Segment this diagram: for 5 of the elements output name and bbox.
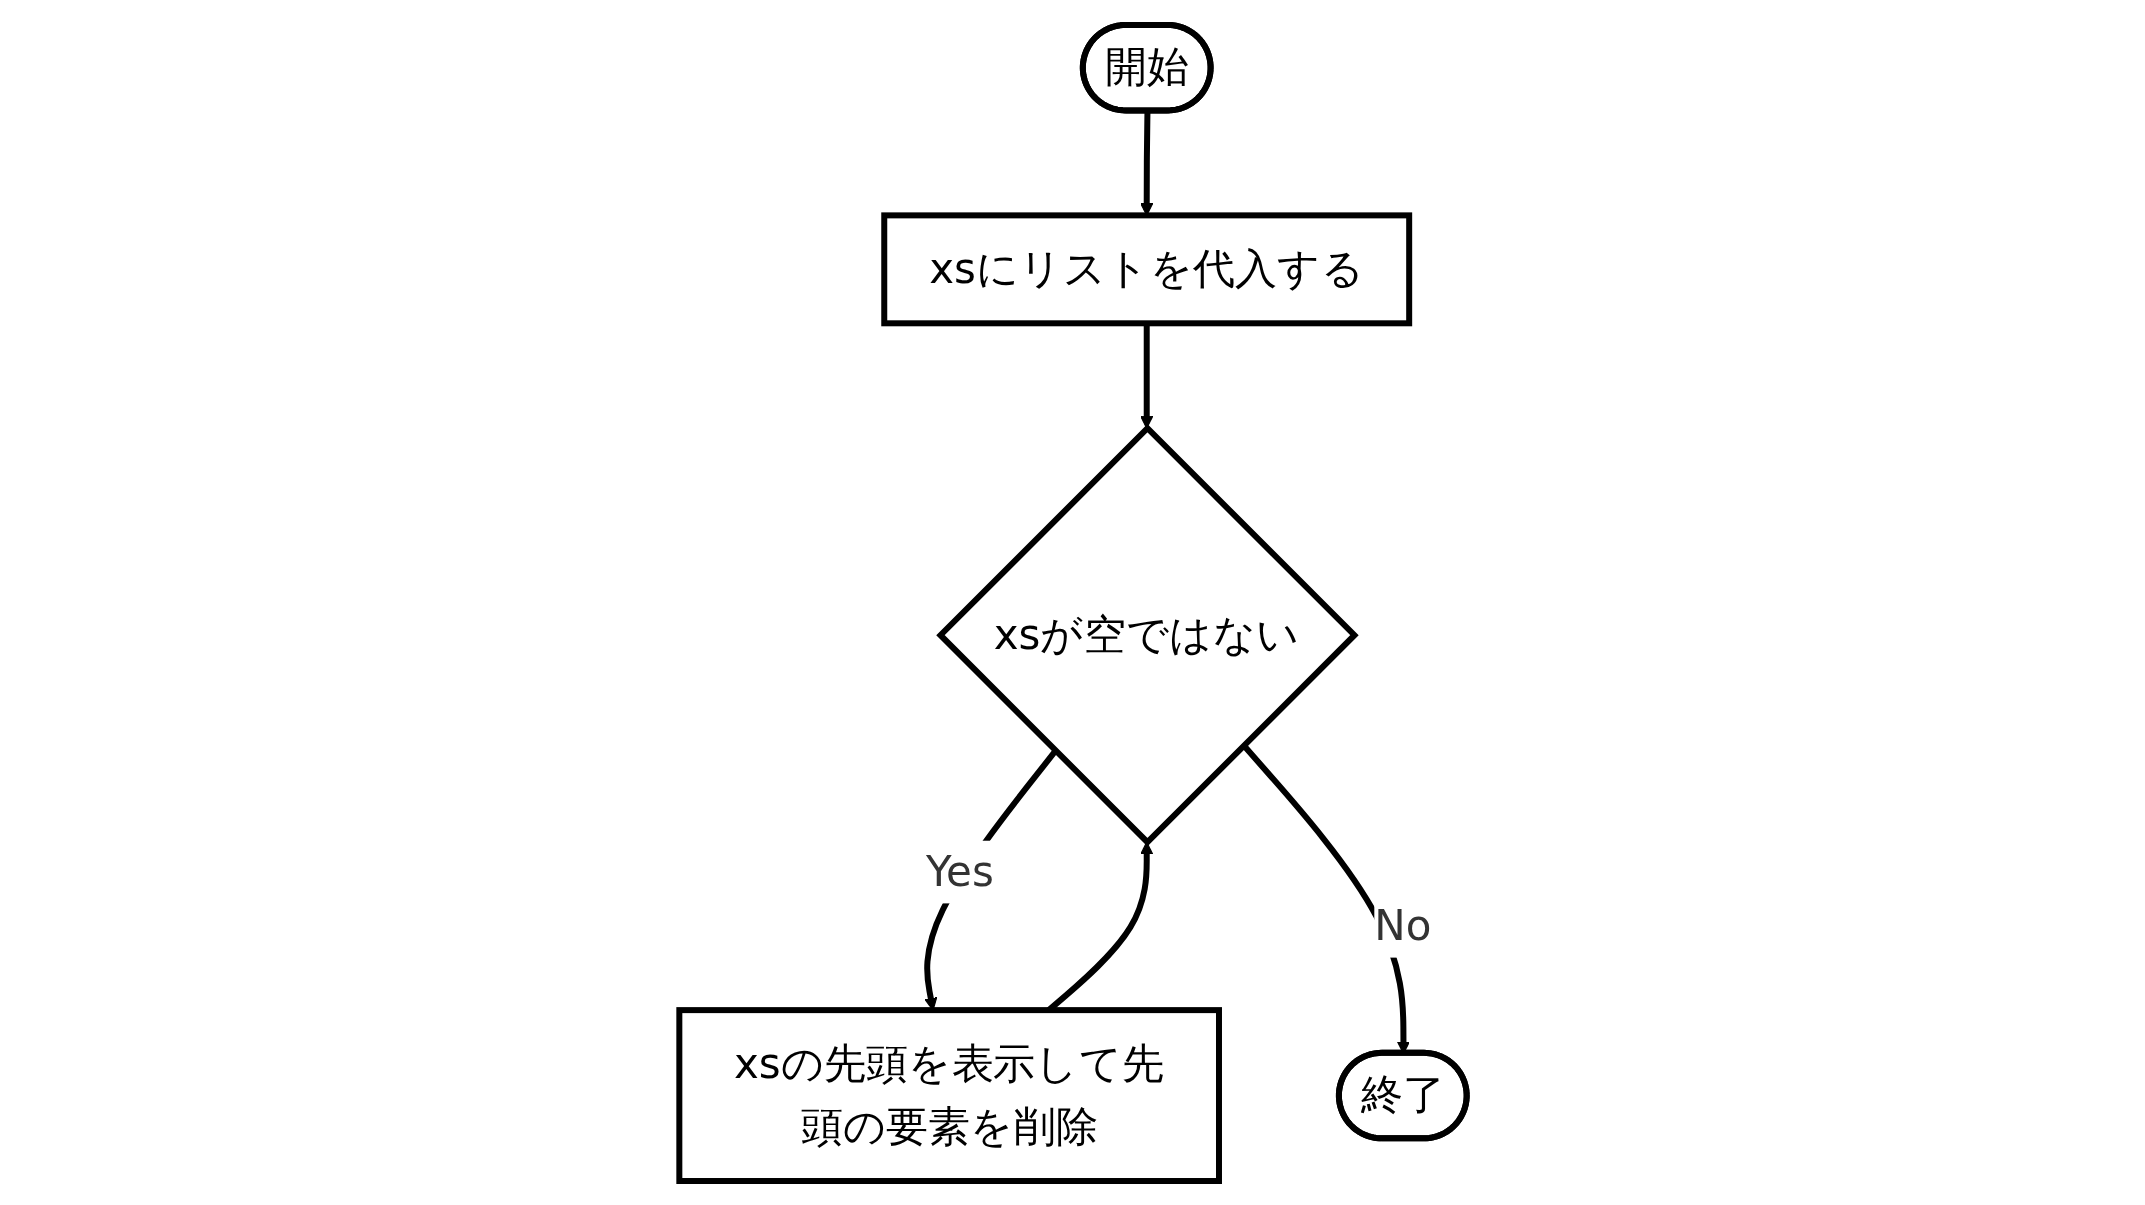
edge-label: Yes: [925, 846, 994, 896]
node-box: xsの先頭を表示して先頭の要素を削除: [675, 1006, 1222, 1184]
node-box: xsにリストを代入する: [880, 211, 1412, 326]
edge-label: No: [1373, 900, 1431, 950]
node-diamond: xsが空ではない: [935, 423, 1359, 846]
